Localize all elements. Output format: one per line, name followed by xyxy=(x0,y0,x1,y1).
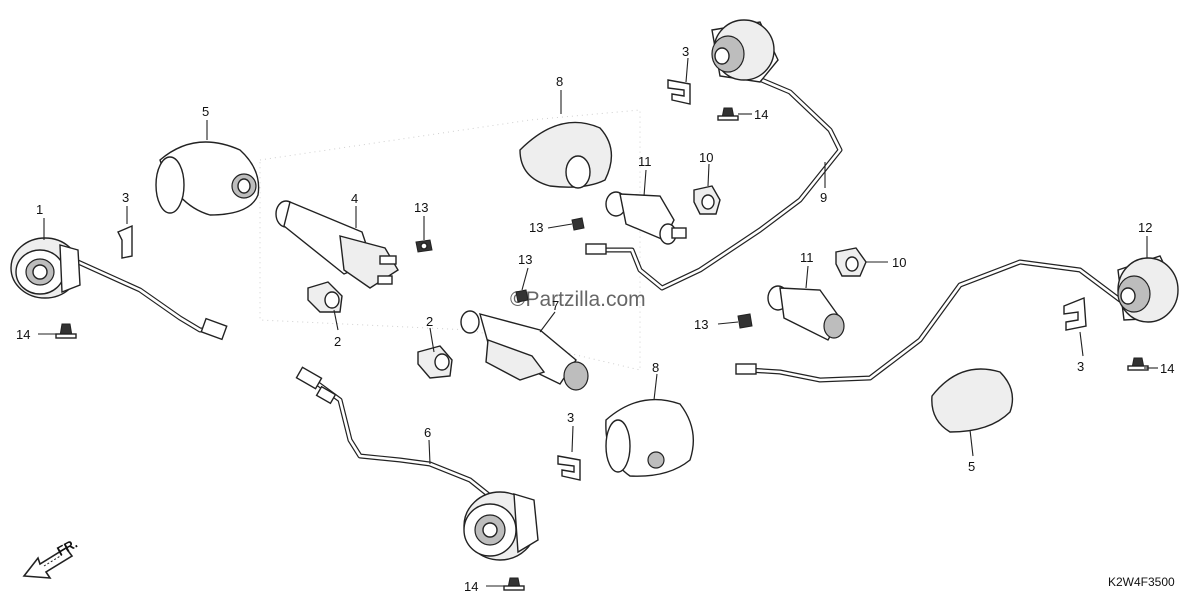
callout-14: 14 xyxy=(1160,361,1174,376)
front-signal-left[interactable] xyxy=(10,237,228,341)
lens-5-right[interactable] xyxy=(931,368,1014,433)
clip-left[interactable] xyxy=(117,224,133,259)
callout-3: 3 xyxy=(682,44,689,59)
callout-10: 10 xyxy=(699,150,713,165)
screw-13-c[interactable] xyxy=(515,289,529,303)
callout-10: 10 xyxy=(892,255,906,270)
watermark: ©Partzilla.com xyxy=(510,288,646,311)
callout-13: 13 xyxy=(414,200,428,215)
clip-upper[interactable] xyxy=(667,79,691,105)
lens-8-upper[interactable] xyxy=(519,121,613,189)
callout-13: 13 xyxy=(694,317,708,332)
callout-3: 3 xyxy=(567,410,574,425)
holder-10-lower[interactable] xyxy=(835,247,867,277)
callout-2: 2 xyxy=(334,334,341,349)
callout-12: 12 xyxy=(1138,220,1152,235)
clip-lower[interactable] xyxy=(557,455,581,481)
callout-3: 3 xyxy=(122,190,129,205)
socket-assembly-4[interactable] xyxy=(275,200,399,289)
callout-6: 6 xyxy=(424,425,431,440)
callout-3: 3 xyxy=(1077,359,1084,374)
callout-11: 11 xyxy=(638,154,652,169)
screw-14-d[interactable] xyxy=(503,577,525,591)
callout-7: 7 xyxy=(552,298,559,313)
callout-8: 8 xyxy=(556,74,563,89)
callout-11: 11 xyxy=(800,250,814,265)
screw-13-a[interactable] xyxy=(415,239,433,253)
socket-assembly-7[interactable] xyxy=(460,310,589,391)
callout-14: 14 xyxy=(16,327,30,342)
callout-1: 1 xyxy=(36,202,43,217)
callout-5: 5 xyxy=(968,459,975,474)
callout-9: 9 xyxy=(820,190,827,205)
callout-8: 8 xyxy=(652,360,659,375)
screw-14-a[interactable] xyxy=(55,323,77,339)
holder-10-upper[interactable] xyxy=(693,185,721,215)
screw-14-b[interactable] xyxy=(717,107,739,121)
rear-signal-lower-right[interactable] xyxy=(735,255,1179,383)
bulb-holder-2-lower[interactable] xyxy=(417,345,453,379)
callout-5: 5 xyxy=(202,104,209,119)
leader-lines xyxy=(38,57,1158,587)
socket-11-upper[interactable] xyxy=(605,191,687,245)
socket-11-lower[interactable] xyxy=(767,285,845,341)
callout-13: 13 xyxy=(529,220,543,235)
callout-14: 14 xyxy=(754,107,768,122)
front-direction-arrow: FR. xyxy=(22,536,80,579)
lens-housing-upper-left[interactable] xyxy=(155,141,260,216)
callout-13: 13 xyxy=(518,252,532,267)
screw-14-c[interactable] xyxy=(1127,357,1149,371)
diagram-code: K2W4F3500 xyxy=(1108,575,1175,589)
bulb-holder-2-upper[interactable] xyxy=(307,281,343,313)
callouts: 1 2 2 3 3 3 3 4 5 5 6 7 8 8 9 10 10 11 1… xyxy=(16,44,1174,594)
clip-right[interactable] xyxy=(1063,296,1087,331)
callout-14: 14 xyxy=(464,579,478,594)
screw-13-d[interactable] xyxy=(737,313,753,329)
front-signal-lower[interactable] xyxy=(295,366,539,561)
callout-2: 2 xyxy=(426,314,433,329)
lens-8-lower[interactable] xyxy=(605,398,694,477)
callout-4: 4 xyxy=(351,191,358,206)
screw-13-b[interactable] xyxy=(571,217,585,231)
rear-signal-upper-right[interactable] xyxy=(585,19,843,291)
